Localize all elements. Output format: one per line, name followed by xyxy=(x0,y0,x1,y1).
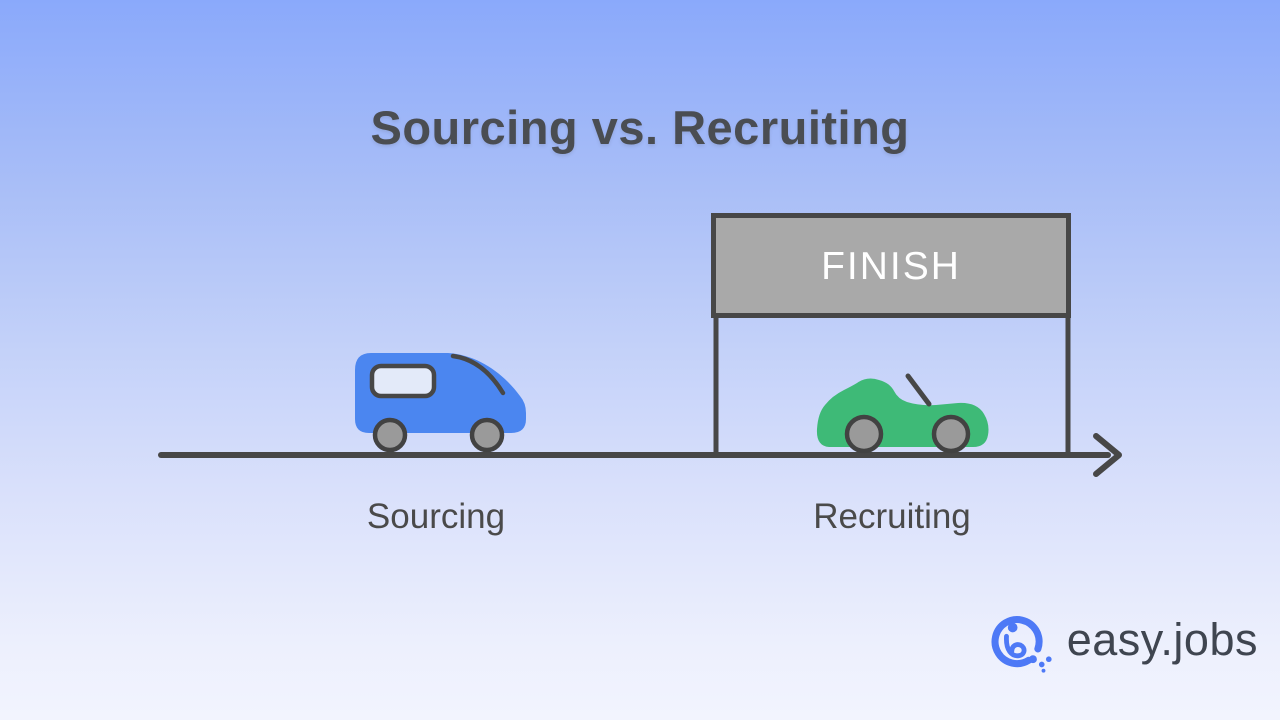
road xyxy=(158,433,1122,477)
car-windshield-line xyxy=(905,373,932,407)
finish-banner xyxy=(711,213,1071,318)
van-window xyxy=(369,363,437,399)
magnifier-person-icon xyxy=(991,616,1052,673)
van-wheel-front xyxy=(469,417,505,453)
green-car-illustration xyxy=(816,373,989,454)
finish-gate: FINISH xyxy=(711,213,1071,453)
sourcing-label: Sourcing xyxy=(366,497,506,536)
car-wheel-front xyxy=(931,414,971,454)
brand-logo: easy.jobs xyxy=(988,604,1258,688)
finish-banner-label: FINISH xyxy=(821,245,961,288)
road-arrow-icon xyxy=(1093,433,1122,477)
brand-name: easy.jobs xyxy=(1066,614,1258,665)
illustration-title: Sourcing vs. Recruiting xyxy=(370,101,910,154)
van-windshield-line xyxy=(450,353,506,396)
blue-van-illustration xyxy=(355,353,526,453)
recruiting-label: Recruiting xyxy=(813,497,971,536)
van-wheel-rear xyxy=(372,417,408,453)
car-wheel-rear xyxy=(844,414,884,454)
